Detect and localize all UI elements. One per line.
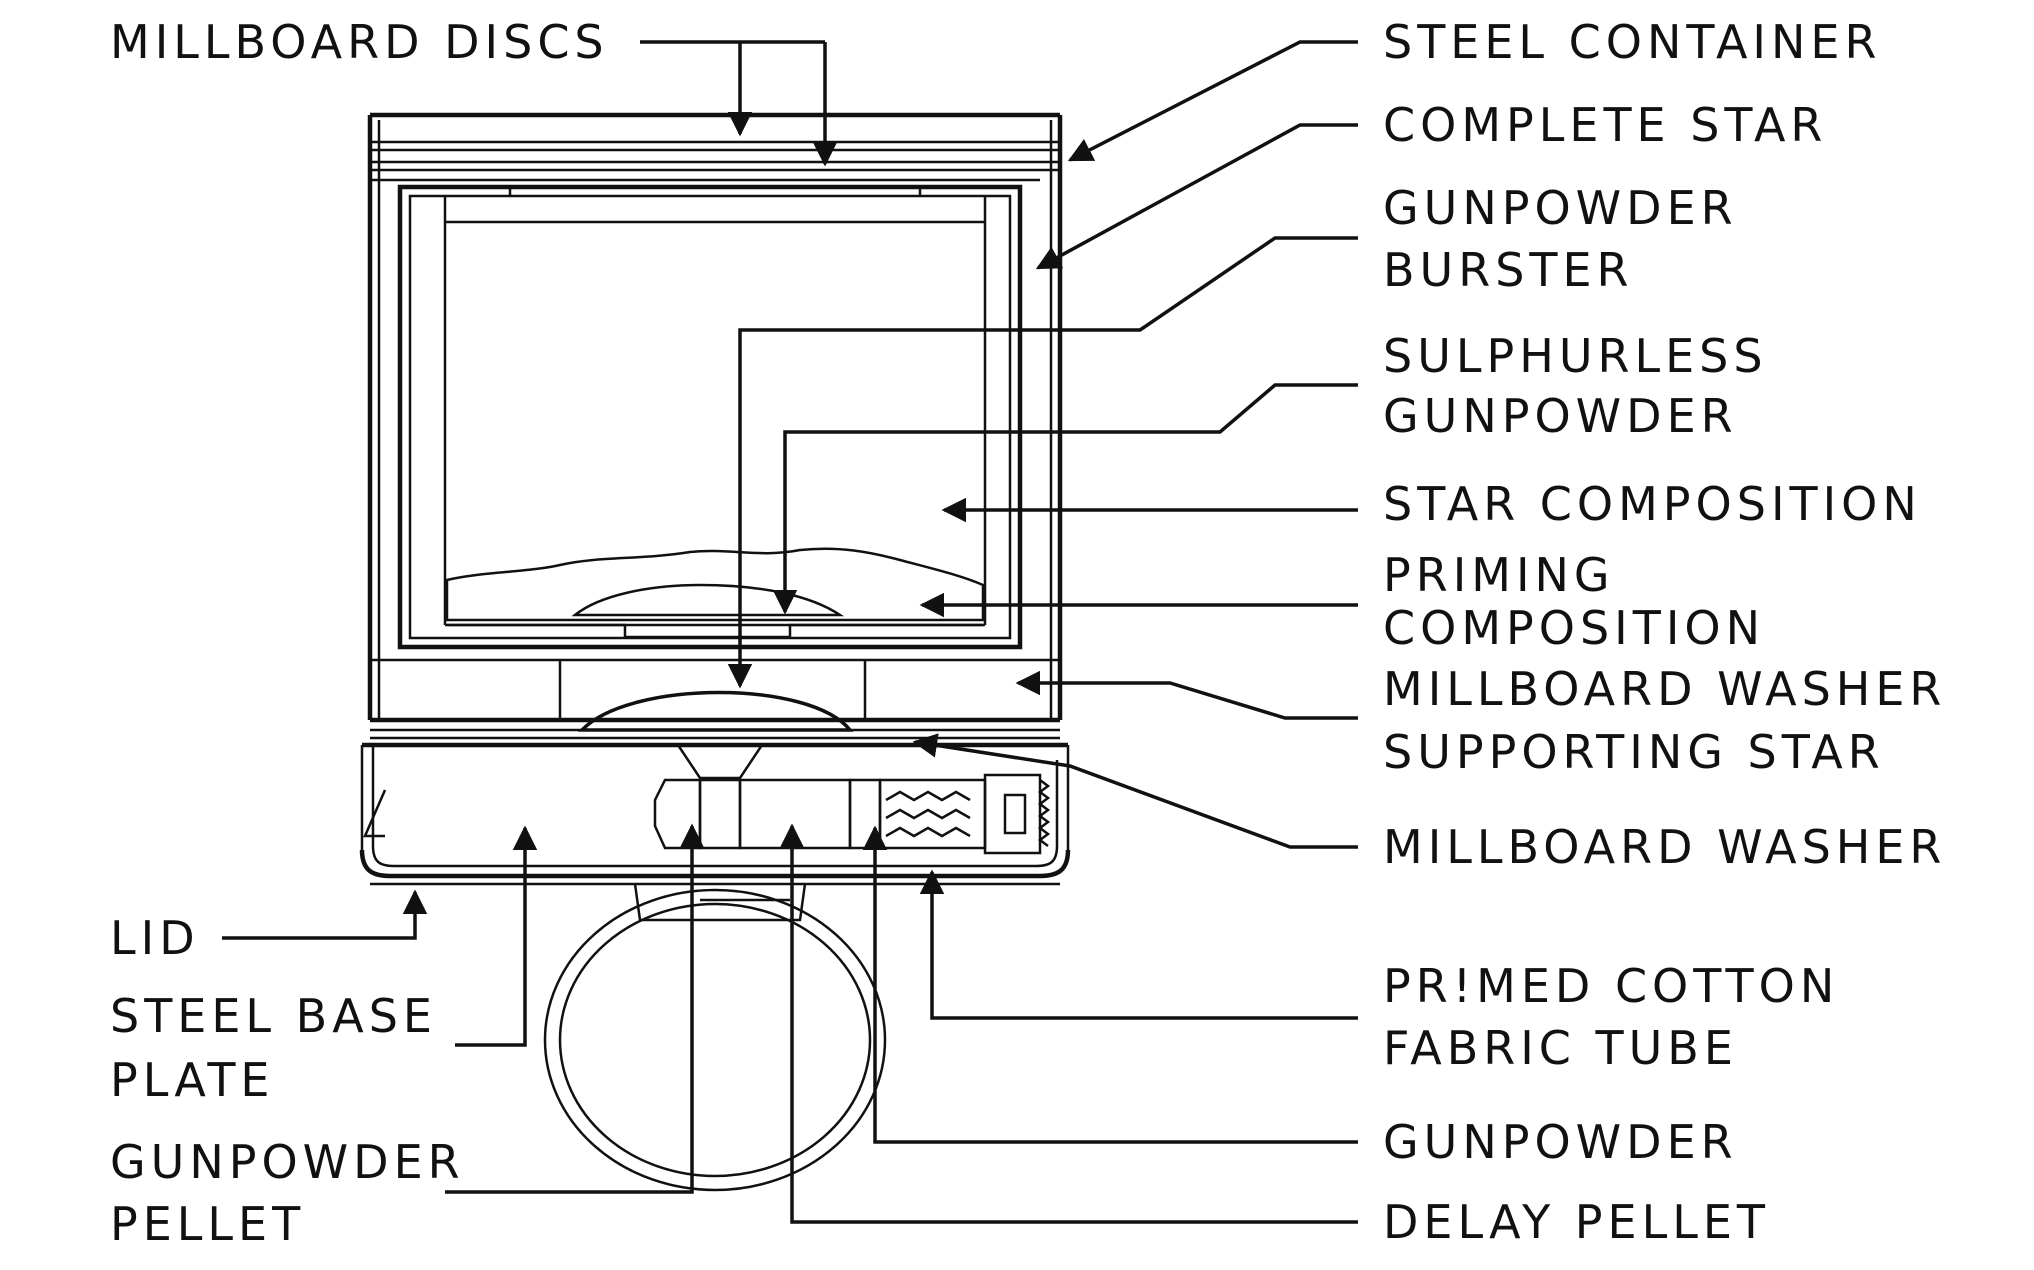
label-primed-cotton-line1: PR!MED COTTON: [1383, 959, 1839, 1013]
label-millboard-discs: MILLBOARD DISCS: [110, 15, 609, 69]
label-steel-container: STEEL CONTAINER: [1383, 15, 1881, 69]
suspension-ring: [543, 883, 887, 1192]
steel-container: [367, 112, 1063, 720]
steel-base-plate: [359, 745, 1071, 886]
label-priming-composition-line2: COMPOSITION: [1383, 601, 1765, 655]
label-millboard-washer-upper: MILLBOARD WASHER: [1383, 662, 1946, 716]
gunpowder-burster-fill: [577, 690, 854, 732]
label-steel-base-plate-line2: PLATE: [110, 1053, 274, 1107]
label-sulphurless-gunpowder-line1: SULPHURLESS: [1383, 329, 1768, 383]
label-gunpowder-pellet-line2: PELLET: [110, 1197, 305, 1251]
fuse-assembly: [653, 744, 1051, 855]
label-steel-base-plate-line1: STEEL BASE: [110, 989, 437, 1043]
label-priming-composition-line1: PRIMING: [1383, 548, 1615, 602]
label-supporting-star: SUPPORTING STAR: [1383, 725, 1885, 779]
label-gunpowder: GUNPOWDER: [1383, 1115, 1738, 1169]
label-complete-star: COMPLETE STAR: [1383, 98, 1827, 152]
supporting-star: [360, 717, 1070, 850]
priming-composition-fill: [571, 583, 845, 617]
label-gunpowder-burster-line1: GUNPOWDER: [1383, 181, 1738, 235]
complete-star: [397, 184, 1023, 650]
leader-lines: [222, 40, 1358, 1224]
label-gunpowder-burster-line2: BURSTER: [1383, 243, 1634, 297]
label-gunpowder-pellet-line1: GUNPOWDER: [110, 1135, 465, 1189]
label-lid: LID: [110, 911, 200, 965]
labels: MILLBOARD DISCS STEEL CONTAINER COMPLETE…: [110, 15, 1946, 1251]
label-millboard-washer-lower: MILLBOARD WASHER: [1383, 820, 1946, 874]
label-star-composition: STAR COMPOSITION: [1383, 477, 1922, 531]
millboard-washer-upper: [370, 658, 1060, 720]
shell-drawing: [359, 112, 1071, 1192]
label-primed-cotton-line2: FABRIC TUBE: [1383, 1021, 1738, 1075]
millboard-discs: [370, 140, 1060, 182]
label-delay-pellet: DELAY PELLET: [1383, 1195, 1770, 1249]
label-sulphurless-gunpowder-line2: GUNPOWDER: [1383, 389, 1738, 443]
star-composition-fill: [445, 547, 985, 639]
